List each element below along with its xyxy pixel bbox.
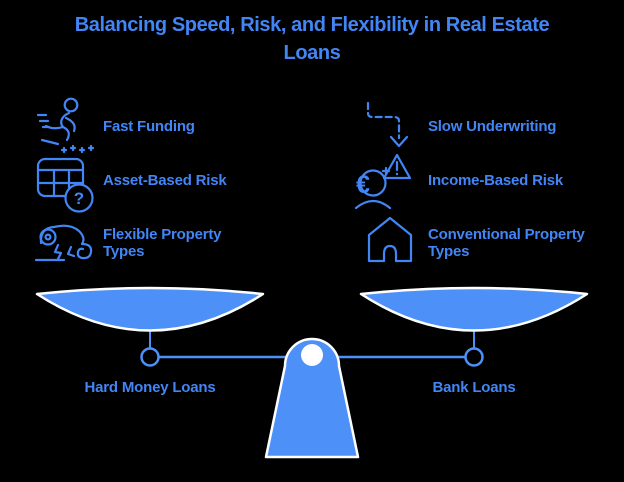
table-question-icon: ? [36,156,96,214]
left-pan-label: Hard Money Loans [84,379,216,396]
label-line: Income-Based Risk [428,172,563,189]
feature-slow-underwriting: Slow Underwriting [428,118,618,135]
dashed-arrow-icon [358,100,414,156]
right-pan [359,286,589,332]
fulcrum-pivot-hole [301,344,323,366]
label-line: Asset-Based Risk [103,172,227,189]
question-glyph: ? [74,189,84,208]
chameleon-icon [34,216,98,264]
house-icon [362,214,418,266]
label-line: Slow Underwriting [428,118,557,135]
feature-fast-funding: Fast Funding [103,118,293,135]
title-line-2: Loans [283,42,341,64]
left-pan [35,286,265,332]
feature-flexible-property-types: Flexible Property Types [103,226,293,260]
label-line: Types [103,243,145,260]
euro-glyph: € [356,171,370,199]
left-beam-ring [140,347,160,367]
right-pan-label: Bank Loans [432,379,516,396]
balance-scale-graphic [35,286,589,459]
runner-icon [36,96,98,158]
right-beam-ring [464,347,484,367]
page-title: Balancing Speed, Risk, and Flexibility i… [0,11,624,67]
income-warning-icon: € [352,149,416,211]
label-line: Fast Funding [103,118,195,135]
feature-conventional-property-types: Conventional Property Types [428,226,618,260]
feature-income-based-risk: Income-Based Risk [428,172,618,189]
label-line: Conventional Property [428,226,585,243]
label-line: Types [428,243,470,260]
title-line-1: Balancing Speed, Risk, and Flexibility i… [74,14,550,36]
feature-asset-based-risk: Asset-Based Risk [103,172,293,189]
fulcrum [264,337,360,459]
label-line: Flexible Property [103,226,222,243]
